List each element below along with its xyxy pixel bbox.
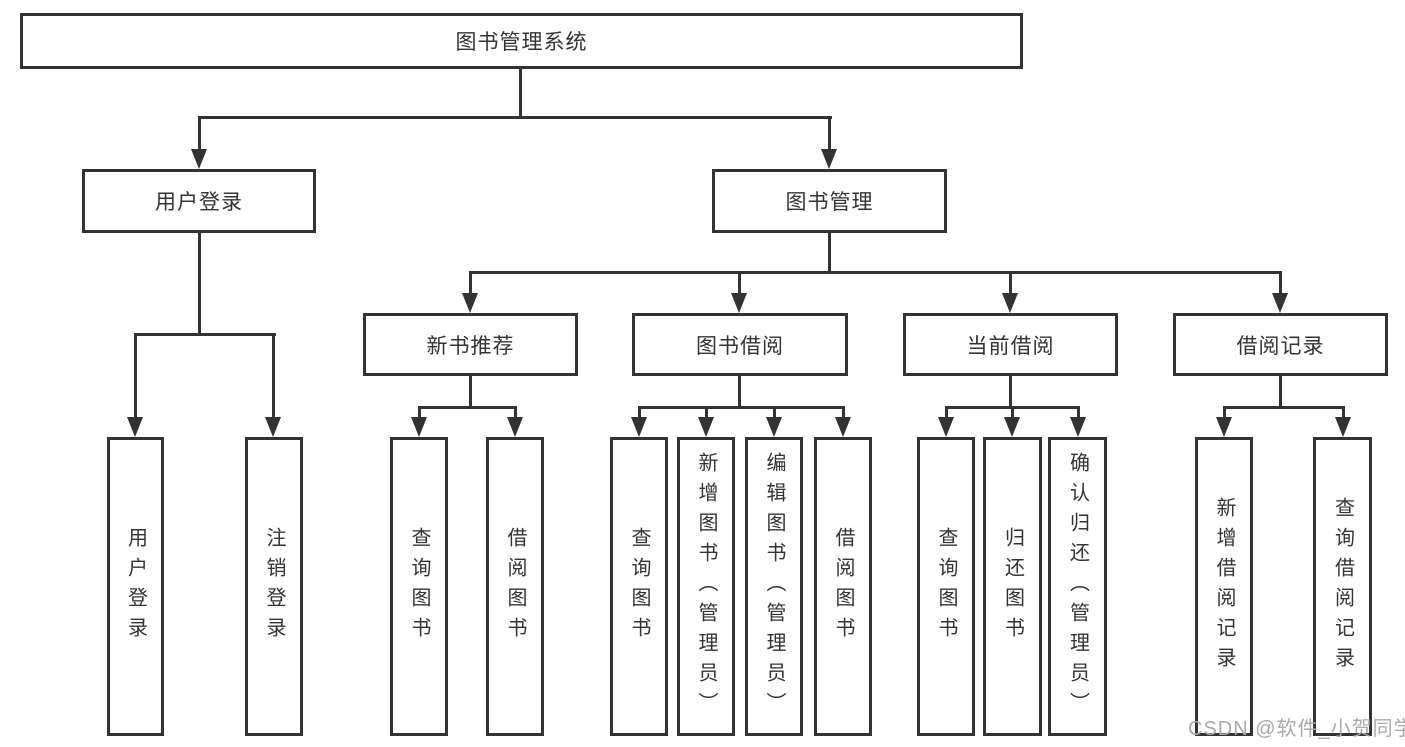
- connector-drop: [1342, 406, 1345, 420]
- connector-drop-book-mgmt: [828, 116, 831, 152]
- connector-drop: [1077, 406, 1080, 420]
- connector-borrow-records-rail: [1223, 406, 1344, 409]
- leaf-query-book-current: 查询图书: [917, 437, 975, 736]
- connector-drop-current-borrow: [1009, 271, 1012, 296]
- connector-book-borrow-stem: [738, 374, 741, 409]
- csdn-watermark: CSDN @软件_小贺同学: [1188, 718, 1405, 740]
- connector-user-login-stem: [198, 231, 201, 336]
- leaf-label: 借阅图书: [832, 526, 854, 647]
- connector-drop-borrow-records: [1279, 271, 1282, 296]
- arrowhead-leaf-user-login: [127, 417, 143, 437]
- connector-borrow-records-stem: [1279, 374, 1282, 409]
- leaf-query-borrow-record: 查询借阅记录: [1313, 437, 1372, 736]
- node-label: 当前借阅: [966, 334, 1055, 358]
- leaf-label: 注销登录: [263, 526, 285, 647]
- arrowhead-return-book: [1004, 417, 1020, 437]
- connector-drop-leaf-user-login: [134, 333, 137, 419]
- connector-new-book-stem: [469, 374, 472, 409]
- connector-root-rail: [198, 116, 832, 119]
- arrowhead-current-borrow: [1002, 293, 1018, 313]
- connector-drop: [705, 406, 708, 420]
- leaf-label: 新增图书（管理员）: [695, 451, 717, 722]
- connector-drop: [1011, 406, 1014, 420]
- arrowhead-confirm-return: [1070, 417, 1086, 437]
- leaf-query-book-newrec: 查询图书: [390, 437, 448, 736]
- connector-drop: [842, 406, 845, 420]
- arrowhead-user-login: [191, 149, 207, 169]
- connector-drop-new-book: [469, 271, 472, 296]
- arrowhead-borrow-book-1: [507, 417, 523, 437]
- leaf-add-book-admin: 新增图书（管理员）: [677, 437, 735, 736]
- connector-drop: [773, 406, 776, 420]
- connector-book-borrow-rail: [638, 406, 844, 409]
- node-label: 用户登录: [155, 191, 243, 214]
- connector-drop: [1223, 406, 1226, 420]
- connector-book-mgmt-rail: [469, 271, 1282, 274]
- node-book-borrow: 图书借阅: [632, 313, 848, 376]
- leaf-label: 借阅图书: [504, 526, 526, 647]
- connector-drop: [945, 406, 948, 420]
- node-current-borrow: 当前借阅: [903, 313, 1118, 376]
- arrowhead-add-book: [698, 417, 714, 437]
- arrowhead-borrow-book-2: [835, 417, 851, 437]
- connector-drop-user-login: [198, 116, 201, 152]
- arrowhead-query-book-1: [411, 417, 427, 437]
- arrowhead-query-book-3: [938, 417, 954, 437]
- connector-drop: [514, 406, 517, 420]
- leaf-query-book-borrow: 查询图书: [610, 437, 668, 736]
- leaf-confirm-return-admin: 确认归还（管理员）: [1048, 437, 1107, 736]
- connector-new-book-rail: [418, 406, 517, 409]
- leaf-label: 编辑图书（管理员）: [763, 451, 785, 722]
- connector-book-mgmt-stem: [828, 231, 831, 274]
- arrowhead-query-book-2: [631, 417, 647, 437]
- connector-drop-book-borrow: [738, 271, 741, 296]
- leaf-label: 查询图书: [408, 526, 430, 647]
- connector-user-login-rail: [134, 333, 276, 336]
- leaf-add-borrow-record: 新增借阅记录: [1195, 437, 1253, 736]
- node-new-book-recommend: 新书推荐: [363, 313, 578, 376]
- leaf-return-book: 归还图书: [983, 437, 1042, 736]
- connector-drop: [638, 406, 641, 420]
- node-label: 新书推荐: [426, 334, 515, 358]
- connector-drop-leaf-logout: [272, 333, 275, 419]
- leaf-label: 确认归还（管理员）: [1066, 451, 1089, 722]
- node-library-management-system: 图书管理系统: [20, 13, 1023, 69]
- arrowhead-book-mgmt: [821, 149, 837, 169]
- arrowhead-new-book: [462, 293, 478, 313]
- leaf-label: 查询图书: [628, 526, 650, 647]
- node-user-login: 用户登录: [82, 169, 316, 233]
- arrowhead-borrow-records: [1272, 293, 1288, 313]
- leaf-label: 用户登录: [124, 526, 147, 647]
- connector-root-stem: [519, 68, 522, 119]
- node-label: 借阅记录: [1236, 334, 1325, 358]
- arrowhead-leaf-logout: [265, 417, 281, 437]
- arrowhead-edit-book: [766, 417, 782, 437]
- leaf-label: 查询借阅记录: [1331, 496, 1354, 677]
- leaf-user-login: 用户登录: [107, 437, 164, 736]
- connector-drop: [418, 406, 421, 420]
- leaf-label: 归还图书: [1001, 526, 1024, 647]
- arrowhead-add-record: [1216, 417, 1232, 437]
- node-label: 图书管理: [785, 191, 874, 214]
- leaf-label: 新增借阅记录: [1213, 496, 1235, 677]
- leaf-borrow-book-borrow: 借阅图书: [814, 437, 872, 736]
- node-label: 图书借阅: [696, 334, 784, 358]
- node-borrow-records: 借阅记录: [1173, 313, 1388, 376]
- node-label: 图书管理系统: [455, 31, 588, 54]
- connector-current-borrow-stem: [1009, 374, 1012, 409]
- arrowhead-query-record: [1335, 417, 1351, 437]
- leaf-logout-login: 注销登录: [245, 437, 303, 736]
- leaf-label: 查询图书: [935, 526, 957, 647]
- leaf-borrow-book-newrec: 借阅图书: [486, 437, 544, 736]
- node-book-management: 图书管理: [712, 169, 947, 233]
- arrowhead-book-borrow: [731, 293, 747, 313]
- leaf-edit-book-admin: 编辑图书（管理员）: [745, 437, 803, 736]
